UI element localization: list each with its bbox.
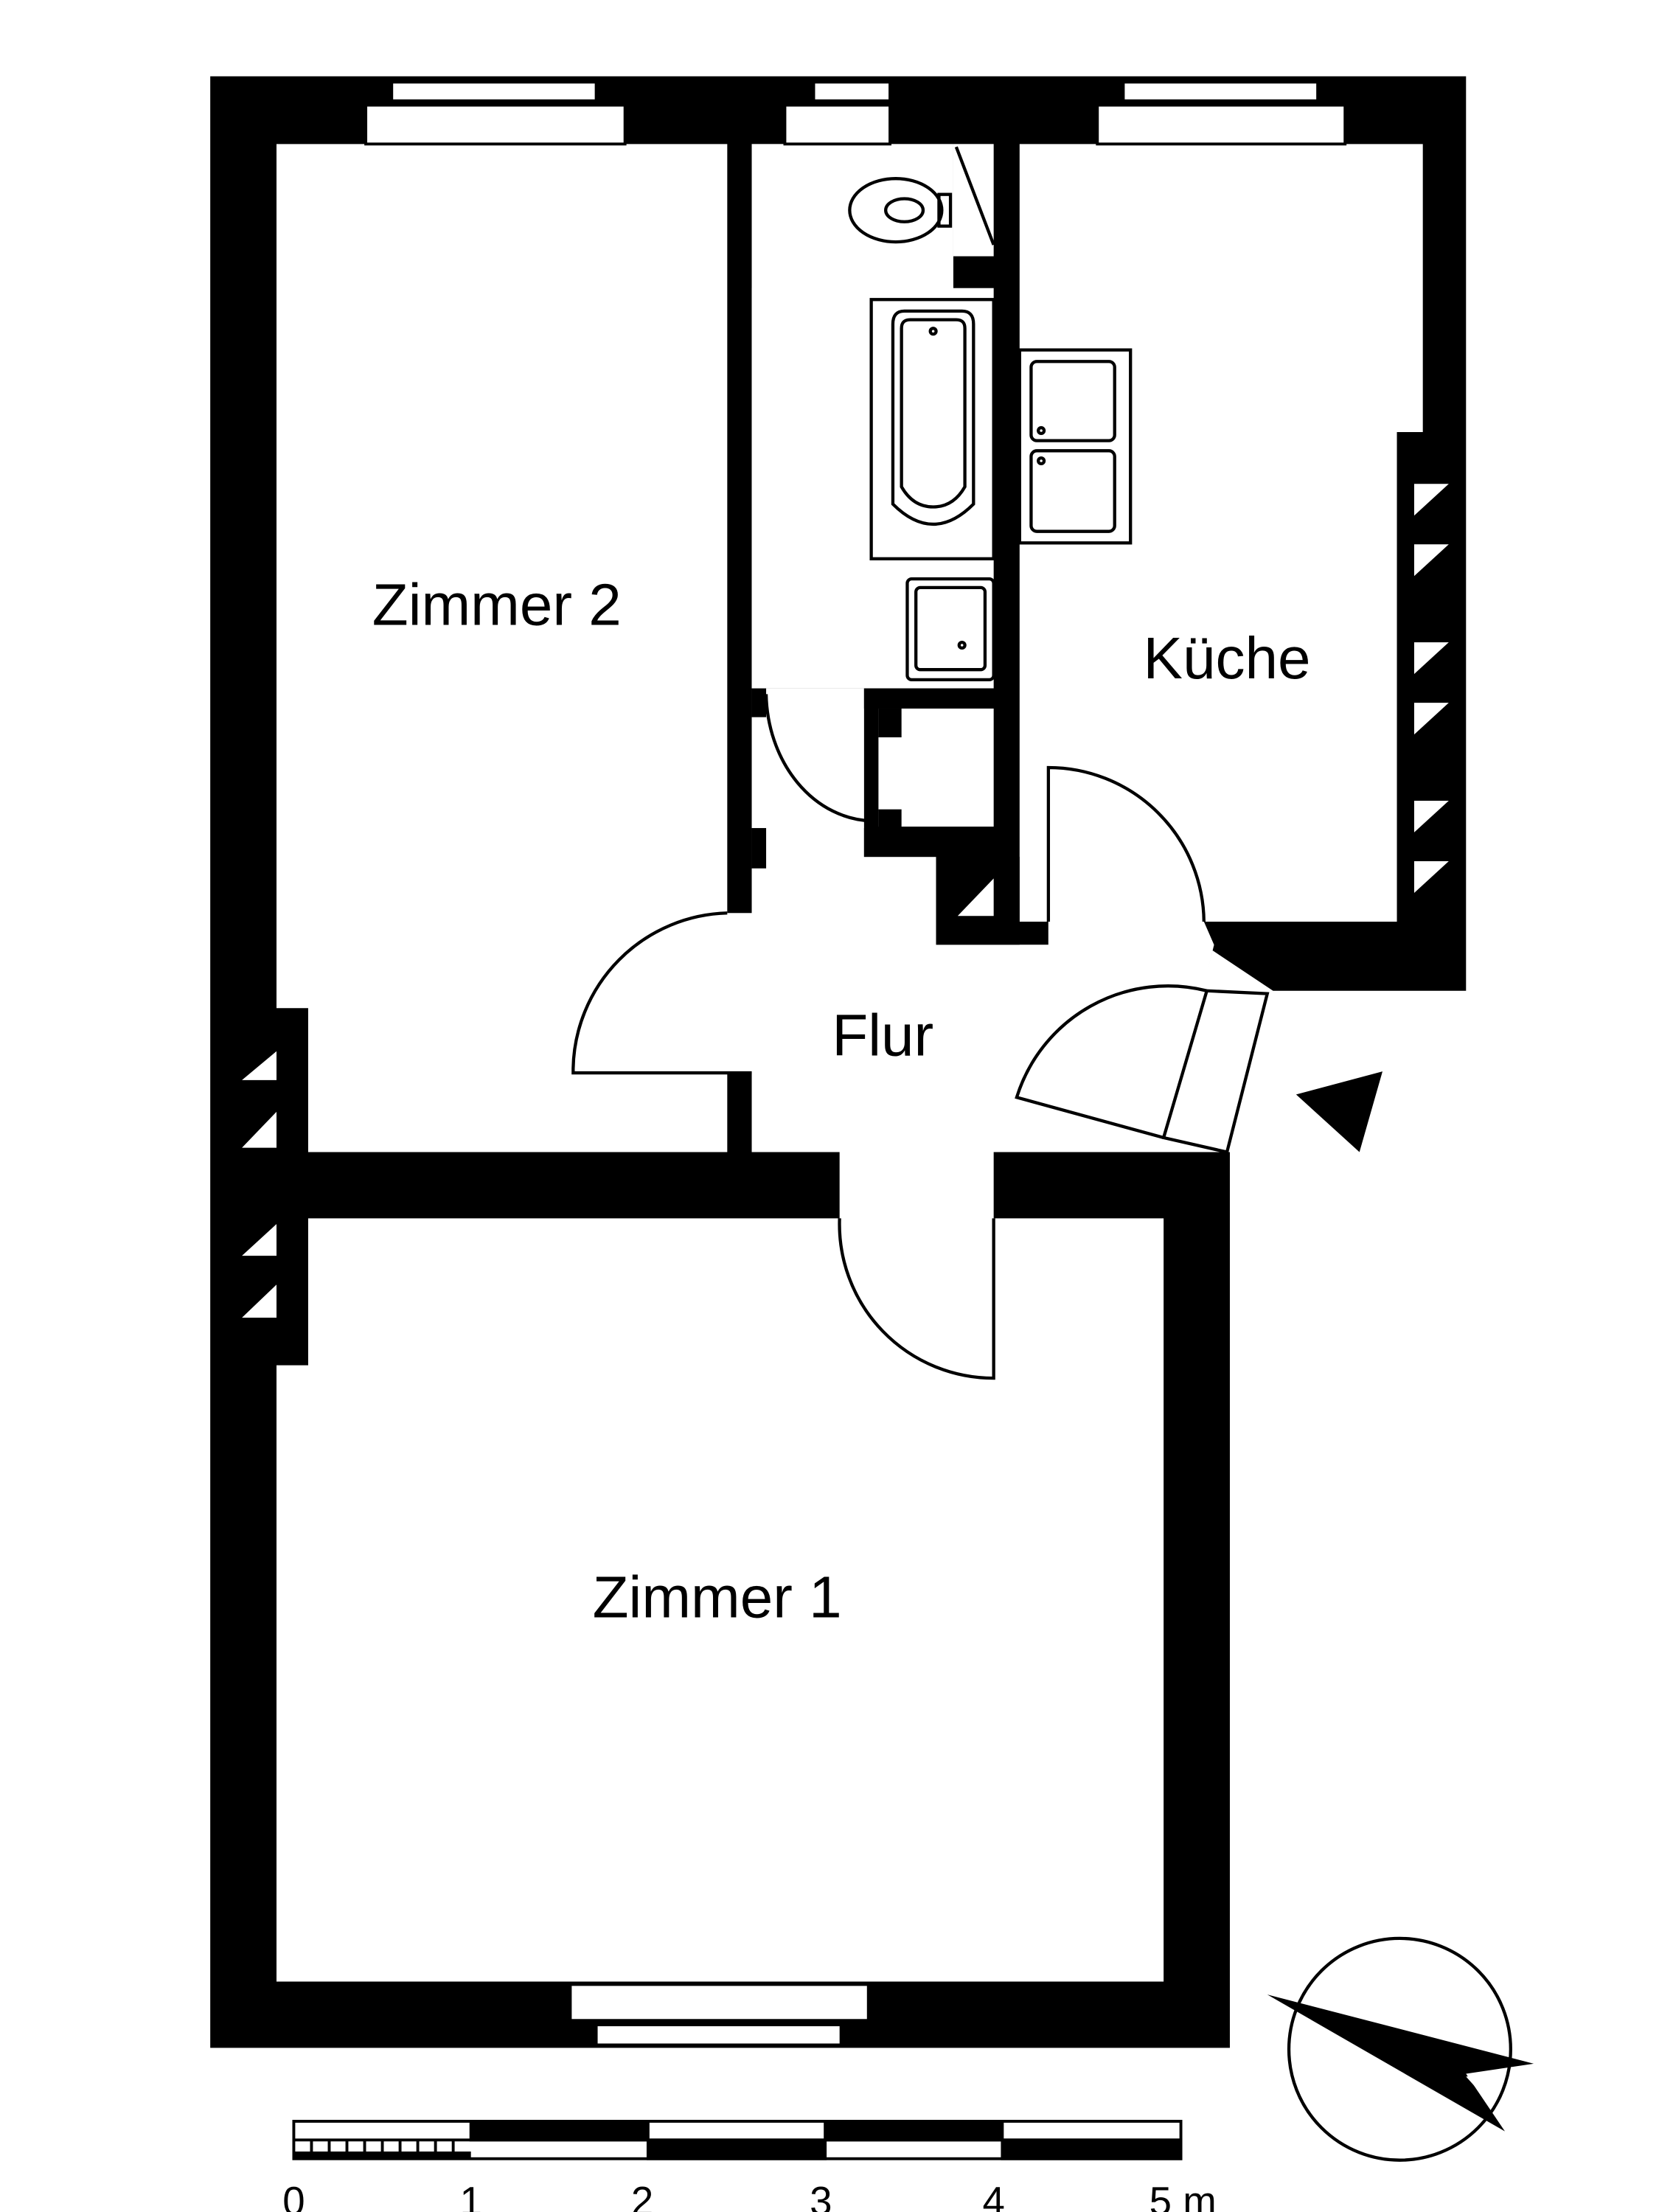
scale-label: 4 [982, 2178, 1004, 2212]
entrance-door-leaf [1161, 989, 1270, 1155]
room-zimmer-1 [276, 1218, 1164, 1982]
door-kueche[interactable] [1046, 765, 1206, 922]
scale-bar [292, 2120, 1183, 2160]
wall-stub [863, 688, 994, 709]
window [783, 103, 891, 146]
radiator-icon [1413, 484, 1449, 516]
windows [364, 80, 1347, 2047]
scale-label: 0 [282, 2178, 305, 2212]
wall-stub [953, 256, 994, 288]
radiator-icon [1413, 642, 1449, 675]
room-label-kueche: Küche [1144, 625, 1311, 691]
radiator-icon [242, 1284, 276, 1318]
wall-stub [863, 828, 994, 858]
scale-label: 1 [459, 2178, 481, 2212]
radiators [242, 484, 1449, 1318]
door-opening-kueche [1048, 919, 1204, 948]
north-arrow-icon [1267, 1936, 1534, 2162]
door-bathroom[interactable] [764, 691, 873, 823]
door-entrance[interactable] [1015, 984, 1208, 1140]
toilet-icon [848, 177, 953, 244]
room-label-flur: Flur [832, 1003, 933, 1068]
door-zimmer-2[interactable] [571, 911, 752, 1075]
scale-labels: 0 1 2 3 4 5 m [282, 2178, 1217, 2212]
window [568, 1983, 870, 2023]
window [594, 2023, 843, 2047]
bathtub-icon [869, 298, 995, 560]
niche-diagonal [954, 146, 995, 246]
wall-stub [751, 828, 767, 869]
room-kueche [1019, 144, 1423, 922]
radiator-icon [1413, 703, 1449, 735]
wall-stub [878, 708, 902, 737]
scale-label: 5 m [1150, 2178, 1217, 2212]
room-label-zimmer-2: Zimmer 2 [372, 572, 622, 638]
radiator-icon [242, 1051, 276, 1080]
door-opening-zimmer-1 [839, 1149, 994, 1222]
window [812, 80, 891, 102]
wall-stub [751, 688, 767, 717]
bathroom-niche [953, 144, 994, 257]
door-opening-zimmer-2 [726, 913, 755, 1072]
window [364, 103, 627, 146]
window [1096, 103, 1347, 146]
stove-icon [1018, 348, 1133, 545]
window [1121, 80, 1320, 102]
entrance-opening [1161, 945, 1273, 1152]
room-flur [751, 688, 1214, 1152]
radiator-icon [242, 1224, 276, 1256]
shaft-mark [957, 878, 994, 917]
door-zimmer-1[interactable] [838, 1218, 995, 1380]
room-zimmer-2 [276, 144, 728, 1152]
radiator-icon [1413, 544, 1449, 577]
entrance-arrow-icon [1295, 1071, 1382, 1152]
radiator-icon [1413, 800, 1449, 832]
scale-label: 2 [631, 2178, 653, 2212]
window [390, 80, 598, 102]
radiator-icon [242, 1111, 276, 1148]
scale-label: 3 [810, 2178, 832, 2212]
radiator-icon [1413, 860, 1449, 893]
sink-icon [905, 577, 995, 682]
room-label-zimmer-1: Zimmer 1 [593, 1564, 842, 1630]
